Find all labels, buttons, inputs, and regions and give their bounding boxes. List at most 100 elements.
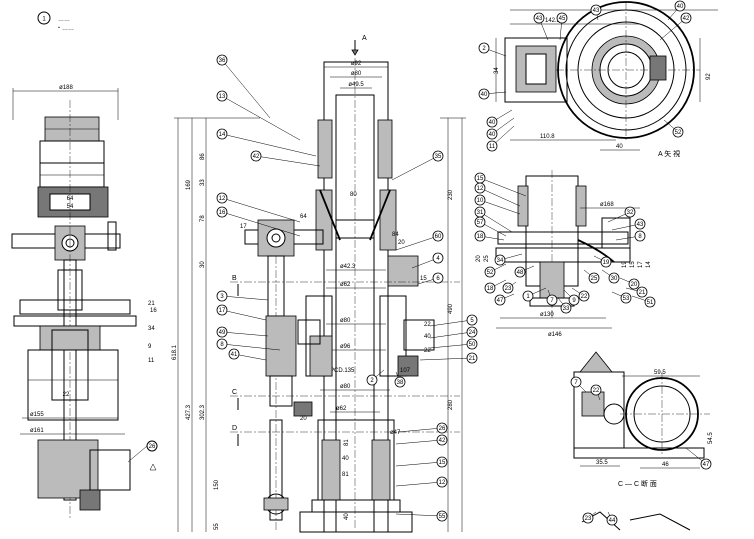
leader-line [233, 353, 267, 361]
center-section-view: A ø92 ø80 ø49.5 ø42.3 ø62 ø80 ø96 PCD.13… [172, 35, 478, 533]
balloon-circle [436, 476, 448, 488]
leader-line [395, 461, 443, 467]
balloon-midright-18: 22 [581, 294, 588, 300]
balloon-topright-6: 40 [489, 132, 496, 138]
balloon-circle [606, 514, 618, 526]
balloon-center-9: 8 [220, 342, 224, 348]
dim-left-2: 54 [67, 204, 74, 210]
balloon-circle [216, 90, 228, 102]
dim-vertical-7: 30 [200, 261, 206, 268]
balloon-circle [620, 292, 632, 304]
leader-line [221, 331, 269, 337]
balloon-midright-14: 47 [497, 298, 504, 304]
dim-center-21: 20 [300, 416, 307, 422]
dim-vertical-5: 86 [200, 153, 206, 160]
dim-vertical-2: 302.3 [200, 404, 206, 420]
balloon-midright-1: 12 [477, 186, 484, 192]
balloon-circle [436, 422, 448, 434]
balloon-center-8: 49 [219, 330, 226, 336]
balloon-circle [484, 282, 496, 294]
balloon-circle [216, 128, 228, 140]
balloon-circle [624, 206, 636, 218]
dim-left-1: 64 [67, 196, 74, 202]
dim-vertical-1: 427.3 [186, 404, 192, 420]
dim-center-5: ø80 [340, 318, 351, 324]
balloon-circle [502, 282, 514, 294]
dim-left-0: ø188 [59, 85, 73, 91]
balloon-midright-2: 10 [477, 198, 484, 204]
dim-center-15: 15 [420, 276, 427, 282]
balloon-midright-13: 23 [505, 286, 512, 292]
dim-left-4: 21 [148, 301, 155, 307]
warning-triangle-icon [149, 463, 157, 471]
dim-center-23: 81 [342, 472, 349, 478]
balloon-circle [486, 128, 498, 140]
dim-midright-0: ø168 [600, 202, 614, 208]
balloon-midright-23: 20 [631, 282, 638, 288]
dim-center-18: 22 [424, 348, 431, 354]
balloon-midright-5: 18 [477, 234, 484, 240]
balloon-midright-26: 18 [487, 286, 494, 292]
balloon-topright-4: 40 [481, 92, 488, 98]
dim-center-16: 22 [424, 322, 431, 328]
sheet-header: 1 …… ・…… [37, 11, 74, 32]
a-view-title: A 矢 視 [658, 149, 680, 158]
balloon-circle [674, 0, 686, 12]
balloon-circle [590, 4, 602, 16]
dim-midright-2: ø146 [548, 332, 562, 338]
balloon-circle [644, 296, 656, 308]
leader-line [391, 155, 439, 181]
item-number-circle [37, 11, 51, 25]
dim-center-11: 80 [350, 192, 357, 198]
balloon-midright-15: 7 [550, 298, 554, 304]
balloon-circle [474, 182, 486, 194]
balloon-circle [494, 254, 506, 266]
dim-vertical-10: 81 [344, 439, 350, 446]
dim-center-2: ø49.5 [348, 82, 364, 88]
balloon-cc-1: 44 [609, 518, 616, 524]
balloon-circle [432, 230, 444, 242]
balloon-midright-8: 8 [638, 234, 642, 240]
balloon-cc-3: 22 [593, 388, 600, 394]
leader-line [221, 133, 317, 157]
balloon-circle [546, 294, 558, 306]
balloon-center-4: 12 [219, 196, 226, 202]
leader-line [479, 199, 521, 215]
balloon-topright-8: 52 [675, 130, 682, 136]
dim-vertical-14: 280 [448, 399, 454, 410]
dim-center-8: ø80 [340, 384, 351, 390]
dim-topright-1: 110.8 [540, 134, 555, 140]
dim-midright-1: ø130 [540, 312, 554, 318]
mid-right-view: ø130 ø146 ø168 20 25 19 15 17 14 1512103… [474, 170, 656, 338]
balloon-circle [522, 290, 534, 302]
balloon-midright-19: 25 [591, 276, 598, 282]
balloon-midright-6: 32 [627, 210, 634, 216]
leader-line [479, 211, 513, 233]
balloon-circle [514, 266, 526, 278]
balloon-midright-11: 1 [526, 294, 530, 300]
balloon-center-2: 14 [219, 132, 226, 138]
dim-topright-4: 92 [706, 73, 712, 80]
leader-line [395, 481, 443, 487]
balloon-center-25: 55 [439, 514, 446, 520]
leader-line [395, 513, 443, 517]
leader-line [221, 59, 271, 119]
balloon-topright-2: 43 [593, 8, 600, 14]
leader-line [395, 439, 443, 445]
balloon-center-13: 4 [436, 256, 440, 262]
balloon-center-1: 13 [219, 94, 226, 100]
balloon-circle [474, 216, 486, 228]
dim-vertical-3: 169 [186, 179, 192, 190]
dim-left-9: ø155 [30, 412, 44, 418]
dim-center-0: ø92 [351, 61, 362, 67]
balloon-center-19: 21 [469, 356, 476, 362]
balloon-circle [533, 12, 545, 24]
dim-center-20: ø47 [390, 430, 401, 436]
balloon-center-22: 42 [439, 438, 446, 444]
balloon-center-21: 26 [439, 426, 446, 432]
balloon-center-16: 24 [469, 330, 476, 336]
balloon-topright-5: 40 [489, 120, 496, 126]
section-mark-c: C [232, 389, 237, 396]
balloon-circle [474, 230, 486, 242]
